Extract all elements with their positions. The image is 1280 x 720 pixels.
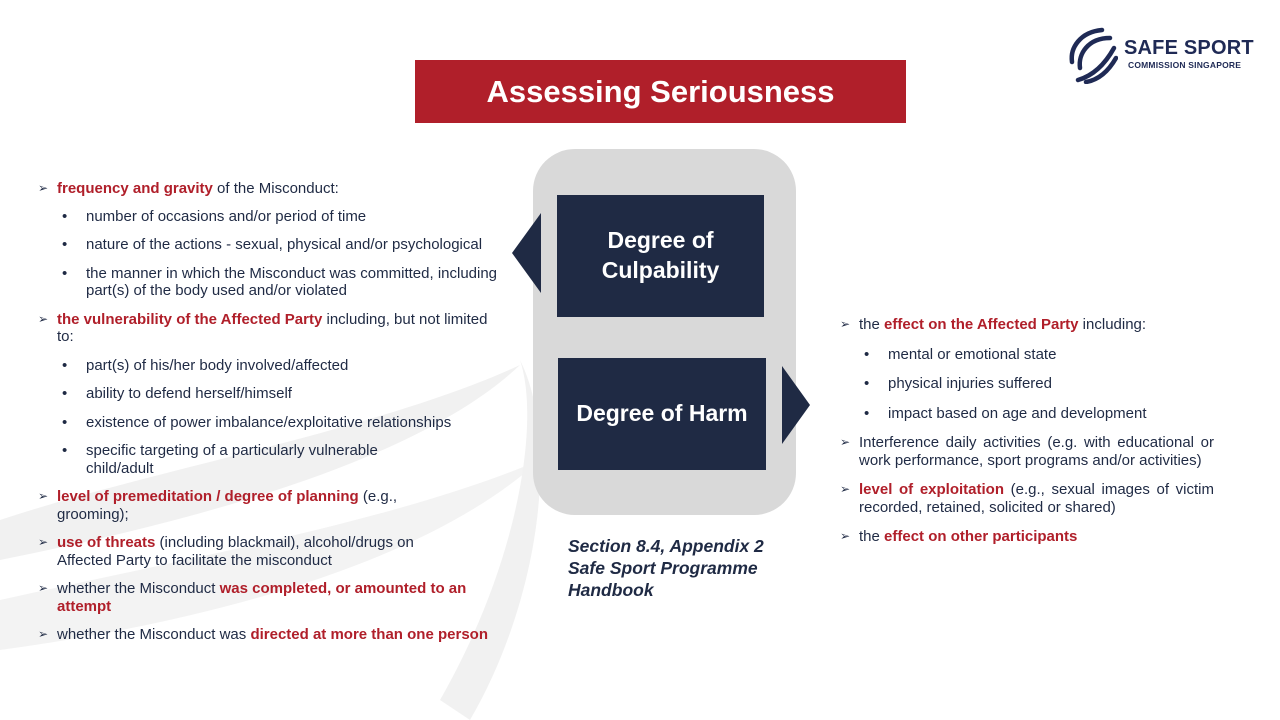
bullet-dot-icon: • [62, 207, 68, 225]
caption-line: Safe Sport Programme [568, 558, 758, 578]
list-item: ➢ frequency and gravity of the Misconduc… [38, 180, 508, 198]
item-text: of the Misconduct: [212, 180, 339, 197]
degree-of-culpability-box: Degree of Culpability [557, 195, 764, 317]
highlight-text: frequency and gravity [57, 180, 213, 197]
list-item: ➢ the effect on other participants [840, 528, 1214, 546]
bullet-dot-icon: • [62, 356, 68, 374]
item-text: whether the Misconduct [57, 580, 220, 597]
sub-item-text: physical injuries suffered [888, 375, 1052, 392]
sub-item: • existence of power imbalance/exploitati… [38, 414, 508, 432]
item-text: Interference daily activities (e.g. with… [859, 434, 1214, 469]
arrow-bullet-icon: ➢ [38, 581, 49, 595]
sub-item: • ability to defend herself/himself [38, 385, 508, 403]
item-text: the [859, 316, 885, 333]
bullet-dot-icon: • [62, 442, 68, 459]
sub-item: • impact based on age and development [840, 405, 1214, 423]
logo-mark-icon [1069, 27, 1119, 85]
source-caption: Section 8.4, Appendix 2 Safe Sport Progr… [568, 535, 798, 601]
list-item: ➢ whether the Misconduct was completed, … [38, 580, 497, 615]
list-item: ➢ use of threats (including blackmail), … [38, 534, 467, 569]
list-item: ➢ level of exploitation (e.g., sexual im… [840, 481, 1214, 516]
sub-item-text: the manner in which the Misconduct was c… [86, 264, 498, 300]
arrow-bullet-icon: ➢ [38, 311, 49, 326]
sub-item-text: mental or emotional state [888, 345, 1057, 363]
highlight-text: the vulnerability of the Affected Party [57, 310, 323, 328]
highlight-text: use of threats [57, 534, 156, 551]
bullet-dot-icon: • [62, 385, 68, 402]
logo-text-main: SAFE SPORT [1124, 37, 1254, 59]
item-text: including, but not limited to: [57, 310, 488, 346]
caption-line: Section 8.4, Appendix 2 [568, 536, 764, 556]
safe-sport-logo: SAFE SPORT COMMISSION SINGAPORE [1066, 26, 1266, 85]
sub-item-text: specific targeting of a particularly vul… [86, 442, 378, 477]
highlight-text: effect on other participants [884, 528, 1078, 545]
sub-item: • the manner in which the Misconduct was … [38, 265, 508, 300]
highlight-text: directed at more than one person [250, 626, 488, 643]
sub-item-text: part(s) of his/her body involved/affecte… [86, 356, 349, 374]
bullet-dot-icon: • [864, 375, 870, 392]
list-item: ➢ the effect on the Affected Party inclu… [840, 316, 1214, 334]
bullet-dot-icon: • [62, 264, 68, 282]
bullet-dot-icon: • [62, 413, 68, 431]
item-text: whether the Misconduct was [57, 626, 251, 643]
bullet-dot-icon: • [864, 404, 870, 422]
bullet-dot-icon: • [864, 345, 870, 363]
harm-factors-list: ➢ the effect on the Affected Party inclu… [840, 316, 1214, 546]
list-item: ➢ level of premeditation / degree of pla… [38, 488, 427, 523]
list-item: ➢ the vulnerability of the Affected Part… [38, 311, 508, 346]
sub-item: • mental or emotional state [840, 346, 1214, 364]
sub-item-text: nature of the actions - sexual, physical… [86, 236, 483, 253]
sub-item: • specific targeting of a particularly vu… [38, 442, 426, 477]
arrow-bullet-icon: ➢ [840, 435, 851, 449]
list-item: ➢ Interference daily activities (e.g. wi… [840, 434, 1214, 469]
sub-item-text: ability to defend herself/himself [86, 385, 292, 402]
item-text: (e.g., sexual images of victim recorded,… [859, 481, 1214, 516]
arrow-right-icon [782, 366, 810, 444]
slide-title: Assessing Seriousness [415, 60, 906, 123]
item-text: including: [1078, 316, 1147, 333]
arrow-bullet-icon: ➢ [840, 529, 851, 543]
culpability-factors-list: ➢ frequency and gravity of the Misconduc… [38, 180, 508, 644]
highlight-text: level of exploitation [859, 481, 1004, 498]
arrow-bullet-icon: ➢ [840, 317, 851, 331]
sub-item: • nature of the actions - sexual, physica… [38, 236, 508, 254]
degree-of-harm-box: Degree of Harm [558, 358, 766, 470]
caption-line: Handbook [568, 580, 654, 600]
highlight-text: was completed, or amounted to an attempt [57, 580, 467, 615]
arrow-bullet-icon: ➢ [38, 535, 49, 549]
arrow-bullet-icon: ➢ [38, 627, 49, 641]
sub-item: • physical injuries suffered [840, 375, 1214, 393]
item-text: (including blackmail), alcohol/drugs on … [57, 534, 414, 569]
sub-item: • number of occasions and/or period of ti… [38, 208, 508, 226]
sub-item-text: number of occasions and/or period of tim… [86, 207, 367, 225]
sub-item-text: impact based on age and development [888, 404, 1147, 422]
item-text: the [859, 528, 885, 545]
highlight-text: effect on the Affected Party [884, 316, 1079, 333]
sub-item: • part(s) of his/her body involved/affect… [38, 357, 508, 375]
list-item: ➢ whether the Misconduct was directed at… [38, 626, 497, 644]
item-text: (e.g., grooming); [57, 488, 398, 523]
sub-item-text: existence of power imbalance/exploitativ… [86, 413, 452, 431]
arrow-bullet-icon: ➢ [38, 181, 49, 195]
bullet-dot-icon: • [62, 236, 68, 253]
arrow-left-icon [512, 213, 541, 293]
arrow-bullet-icon: ➢ [38, 489, 49, 503]
highlight-text: level of premeditation / degree of plann… [57, 488, 359, 505]
arrow-bullet-icon: ➢ [840, 482, 851, 496]
logo-text-sub: COMMISSION SINGAPORE [1128, 60, 1242, 70]
